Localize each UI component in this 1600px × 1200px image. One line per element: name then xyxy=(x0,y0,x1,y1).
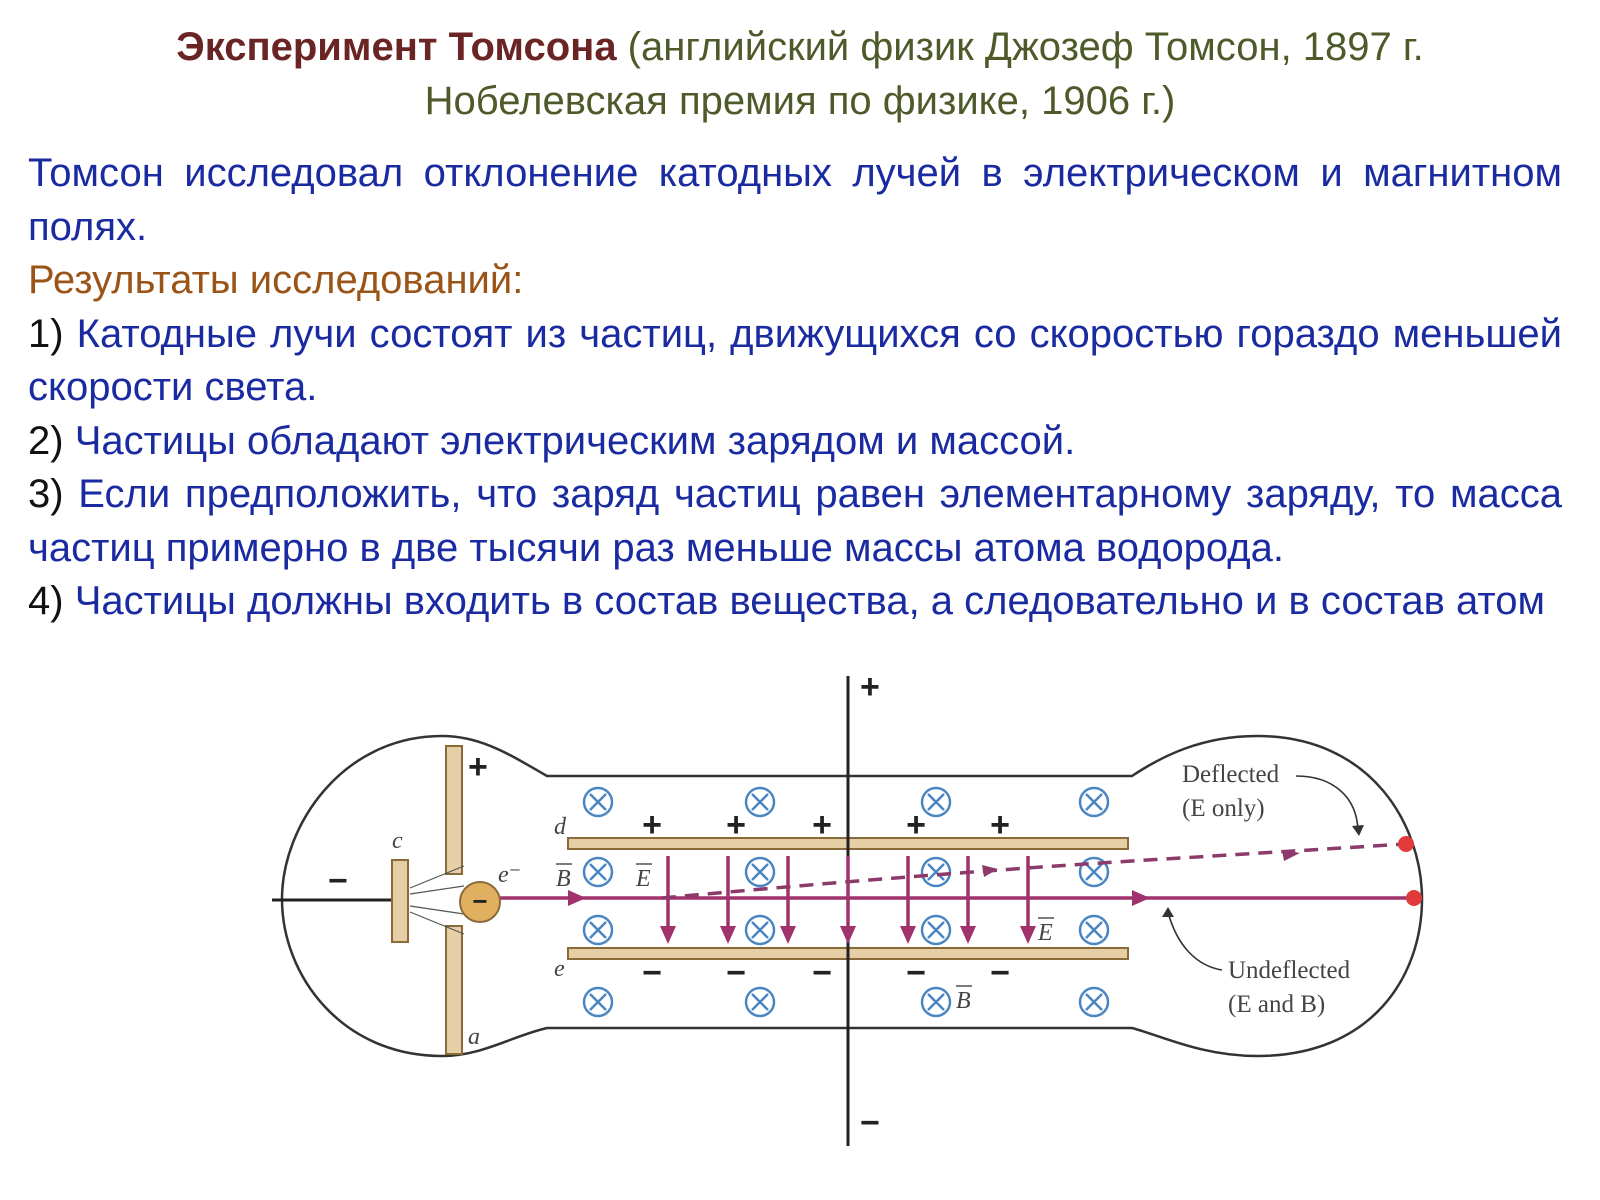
beam-arrowhead xyxy=(568,890,586,906)
undeflected-note: (E and B) xyxy=(1228,991,1325,1018)
slide-title: Эксперимент Томсона (английский физик Дж… xyxy=(30,20,1570,128)
cathode-ray-lower xyxy=(409,911,465,935)
plate-minus-sign: − xyxy=(906,954,926,992)
undeflected-callout-arrow xyxy=(1167,911,1223,971)
magnetic-field-markers xyxy=(582,786,1110,1018)
e-field-arrowhead xyxy=(720,926,736,944)
plate-minus-sign: − xyxy=(642,954,662,992)
result-number: 2) xyxy=(28,418,64,463)
label-electron: e⁻ xyxy=(498,862,521,888)
e-field-arrowhead xyxy=(780,926,796,944)
plate-minus-sign: − xyxy=(726,954,746,992)
electron xyxy=(459,881,501,923)
result-item-2: 2) Частицы обладают электрическим зарядо… xyxy=(28,415,1562,469)
result-item-4: 4) Частицы должны входить в состав вещес… xyxy=(28,575,1562,629)
tube-svg: − c d e a e⁻ B E E B Deflected (E only) … xyxy=(272,676,1424,1146)
lead-minus-sign: − xyxy=(860,1104,880,1142)
cathode-ray-upper xyxy=(409,865,465,889)
cathode-ray-mid-bottom xyxy=(409,905,465,915)
label-b-vector: B xyxy=(556,866,571,892)
result-text: Катодные лучи состоят из частиц, движущи… xyxy=(28,311,1562,410)
anode-a-bottom xyxy=(445,925,463,1055)
deflected-beam xyxy=(661,842,1407,900)
b-field-into-page-icon xyxy=(920,856,952,888)
b-field-into-page-icon xyxy=(744,914,776,946)
b-field-into-page-icon xyxy=(582,914,614,946)
label-e-vector-right: E xyxy=(1037,920,1053,946)
b-field-into-page-icon xyxy=(1078,786,1110,818)
deflected-arrowhead xyxy=(982,865,998,877)
result-number: 1) xyxy=(28,311,64,356)
b-field-into-page-icon xyxy=(1078,914,1110,946)
label-d: d xyxy=(554,814,567,840)
result-item-1: 1) Катодные лучи состоят из частиц, движ… xyxy=(28,308,1562,415)
label-e: e xyxy=(554,956,565,982)
result-text: Если предположить, что заряд частиц раве… xyxy=(28,472,1562,570)
plate-minus-sign: − xyxy=(990,954,1010,992)
plate-plus-sign: + xyxy=(642,806,662,844)
plate-minus-sign: − xyxy=(812,954,832,992)
title-parenthetical-line2: Нобелевская премия по физике, 1906 г.) xyxy=(424,79,1176,123)
title-main: Эксперимент Томсона xyxy=(176,25,617,69)
undeflected-endpoint xyxy=(1406,890,1422,906)
e-field-arrowhead xyxy=(960,926,976,944)
plate-plus-sign: + xyxy=(990,806,1010,844)
label-c: c xyxy=(392,828,403,854)
deflected-callout-arrowhead xyxy=(1352,825,1364,836)
deflected-arrowhead xyxy=(1282,850,1300,861)
deflected-note: (E only) xyxy=(1182,795,1265,822)
e-field-arrowhead xyxy=(660,926,676,944)
result-item-3: 3) Если предположить, что заряд частиц р… xyxy=(28,468,1562,575)
plate-plus-sign: + xyxy=(906,806,926,844)
result-text: Частицы должны входить в состав вещества… xyxy=(63,579,1546,623)
e-field-arrowhead xyxy=(1020,926,1036,944)
lead-plus-sign: + xyxy=(860,676,880,706)
b-field-into-page-icon xyxy=(1078,986,1110,1018)
b-field-into-page-icon xyxy=(920,914,952,946)
b-field-into-page-icon xyxy=(744,786,776,818)
thomson-tube-diagram: − c d e a e⁻ B E E B Deflected (E only) … xyxy=(272,676,1468,1200)
intro-paragraph: Томсон исследовал отклонение катодных лу… xyxy=(28,151,1562,249)
cathode-c xyxy=(391,859,409,943)
results-heading: Результаты исследований: xyxy=(28,258,524,302)
b-field-into-page-icon xyxy=(582,786,614,818)
label-b-vector-bottom: B xyxy=(956,988,971,1014)
plate-charge-signs: + − + − + − + − + − xyxy=(642,806,1010,992)
b-field-into-page-icon xyxy=(920,786,952,818)
electric-field-arrows xyxy=(660,856,1036,944)
undeflected-title: Undeflected xyxy=(1228,957,1351,984)
plate-plus-sign: + xyxy=(726,806,746,844)
b-field-into-page-icon xyxy=(744,856,776,888)
result-text: Частицы обладают электрическим зарядом и… xyxy=(63,418,1076,463)
glass-tube-outline xyxy=(280,734,1424,1058)
deflected-endpoint xyxy=(1398,836,1414,852)
plate-plus-sign: + xyxy=(812,806,832,844)
result-number: 3) xyxy=(28,472,64,516)
anode-plus-sign: + xyxy=(468,748,488,786)
b-field-into-page-icon xyxy=(920,986,952,1018)
electron-charge-sign: − xyxy=(472,886,487,916)
deflected-title: Deflected xyxy=(1182,761,1280,788)
b-field-into-page-icon xyxy=(582,856,614,888)
cathode-minus-sign: − xyxy=(328,862,348,900)
label-e-vector: E xyxy=(635,866,651,892)
beam-arrowhead xyxy=(1132,890,1150,906)
undeflected-callout-arrowhead xyxy=(1162,907,1174,917)
cathode-ray-mid-top xyxy=(409,885,465,895)
deflected-callout-arrow xyxy=(1295,775,1359,832)
anode-a-top xyxy=(445,745,463,875)
slide-body: Томсон исследовал отклонение катодных лу… xyxy=(28,147,1562,629)
title-parenthetical-line1: (английский физик Джозеф Томсон, 1897 г. xyxy=(616,25,1424,69)
e-field-arrowhead xyxy=(840,926,856,944)
e-field-arrowhead xyxy=(900,926,916,944)
b-field-into-page-icon xyxy=(744,986,776,1018)
label-a: a xyxy=(468,1024,480,1050)
b-field-into-page-icon xyxy=(582,986,614,1018)
result-number: 4) xyxy=(28,579,64,623)
